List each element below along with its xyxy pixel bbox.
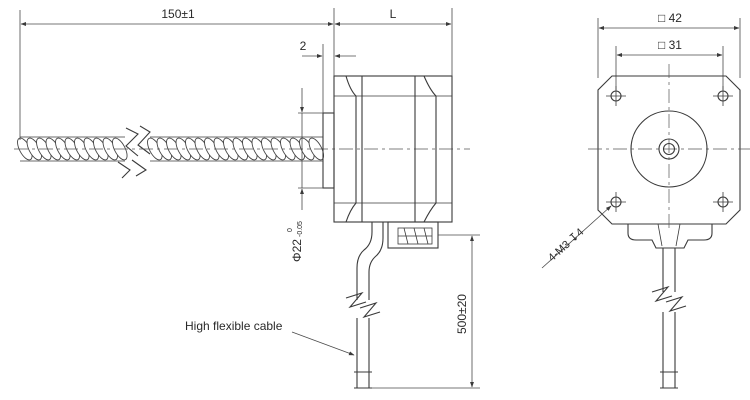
mounting-hole-tr bbox=[713, 86, 733, 106]
dim-mounting-holes: 4-M3 ↧4 bbox=[541, 205, 612, 269]
front-boss-circle bbox=[630, 110, 708, 188]
front-view: □ 42 □ 31 bbox=[541, 11, 750, 389]
cable-callout-label: High flexible cable bbox=[185, 319, 283, 333]
front-connector bbox=[627, 223, 713, 249]
dim-boss-offset: 2 bbox=[300, 39, 356, 58]
dim-boss-offset-label: 2 bbox=[300, 39, 307, 53]
dim-frame-size-label: □ 42 bbox=[658, 11, 682, 25]
motor-boss bbox=[322, 112, 335, 189]
mounting-hole-br bbox=[713, 192, 733, 212]
motor-connector bbox=[387, 221, 439, 249]
front-shaft-inner bbox=[662, 142, 676, 156]
cable-bend bbox=[356, 222, 384, 300]
dim-frame-size: □ 42 bbox=[598, 11, 740, 30]
motor-face bbox=[597, 75, 741, 225]
dim-boss-diameter-label: Φ22 bbox=[290, 239, 304, 262]
dim-screw-length-label: 150±1 bbox=[161, 7, 195, 21]
cable-lower bbox=[354, 318, 372, 389]
extension-lines bbox=[19, 8, 480, 389]
mounting-hole-tl bbox=[606, 86, 626, 106]
dim-cable-length: 500±20 bbox=[455, 235, 474, 388]
front-shaft-outer bbox=[658, 138, 680, 160]
dim-boss-diameter-tol-lower: -0.05 bbox=[297, 221, 304, 237]
dim-motor-length-label: L bbox=[390, 7, 397, 21]
dim-hole-spacing: □ 31 bbox=[616, 38, 723, 57]
cable-callout: High flexible cable bbox=[185, 319, 355, 356]
dim-mounting-holes-label: 4-M3 ↧4 bbox=[546, 226, 586, 264]
dim-hole-spacing-label: □ 31 bbox=[658, 38, 682, 52]
cable-break-symbol bbox=[345, 291, 381, 319]
dim-screw-length: 150±1 bbox=[20, 7, 334, 26]
dim-boss-diameter-tol-upper: 0 bbox=[287, 228, 294, 232]
dim-boss-diameter: Φ22 0 -0.05 bbox=[287, 88, 304, 262]
dim-motor-length: L bbox=[334, 7, 452, 26]
mounting-hole-bl bbox=[606, 192, 626, 212]
screw-break-symbol bbox=[117, 125, 151, 179]
side-view: 150±1 L 2 Φ22 0 -0.05 bbox=[14, 7, 480, 389]
front-cable bbox=[651, 248, 687, 389]
dim-cable-length-label: 500±20 bbox=[455, 294, 469, 334]
